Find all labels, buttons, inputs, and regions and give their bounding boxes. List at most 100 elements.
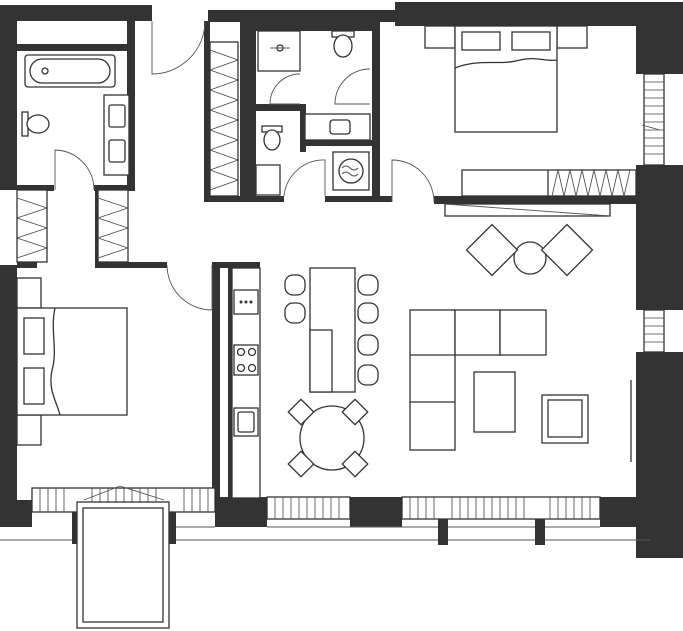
- nightstand-right: [556, 25, 588, 49]
- wall-kitchen-top: [212, 262, 260, 268]
- pillow-right: [511, 31, 551, 51]
- wc-door-swing: [269, 73, 301, 105]
- bedroom-master: [424, 25, 588, 133]
- wc-sink-bowl: [329, 119, 351, 135]
- wall-bottom-left: [0, 500, 32, 527]
- walls: [0, 2, 683, 558]
- wall-bedroom2-top-b: [95, 262, 167, 268]
- wall-wardrobe-bottom-b: [325, 196, 380, 202]
- wall-master-bottom-b: [434, 196, 638, 204]
- wall-wc-mid: [300, 104, 306, 152]
- living: [409, 223, 632, 462]
- sofa-seat-2: [499, 309, 547, 356]
- wardrobe-master: [461, 169, 637, 197]
- side-table: [513, 241, 547, 275]
- wall-right-mid-a: [636, 165, 683, 310]
- balcony: [76, 485, 170, 629]
- wc: [255, 30, 371, 197]
- wall-bath-bottom-a: [17, 185, 54, 191]
- wc-door-swing-2: [334, 68, 371, 105]
- wall-wc-divider: [256, 104, 301, 111]
- balcony-inner: [82, 507, 164, 623]
- nightstand-bottom: [16, 414, 42, 446]
- sofa-back-long: [409, 309, 456, 451]
- bathtub-inner: [29, 58, 111, 84]
- pillow-bottom: [23, 367, 45, 405]
- armchair-right: [541, 394, 589, 444]
- wall-right-mid-b: [636, 352, 683, 380]
- wardrobe-bedroom2-left: [16, 189, 48, 263]
- wall-master-bottom-a: [380, 196, 392, 202]
- wall-left-lower: [0, 265, 17, 527]
- master-door: [391, 159, 435, 203]
- dining-chairs: [287, 398, 369, 478]
- window-right-master: [643, 73, 665, 166]
- coffee-table: [473, 371, 516, 433]
- sofa-seat-1: [454, 309, 501, 356]
- bathtub: [24, 54, 116, 88]
- wardrobe-hall: [209, 41, 239, 197]
- dining: [284, 267, 379, 478]
- washing-machine-drum: [338, 158, 364, 184]
- wc-small-sink: [255, 164, 281, 196]
- wall-bedroom2-top-a: [17, 262, 37, 268]
- island-stools-right: [357, 274, 379, 386]
- wall-bottom-kitchen: [215, 497, 267, 527]
- bath-toilet: [21, 111, 50, 137]
- island-hob: [309, 329, 333, 393]
- wc-small-door: [283, 159, 326, 197]
- wall-bath-right: [127, 21, 135, 189]
- wall-top-right: [395, 2, 683, 26]
- doors: [151, 20, 661, 311]
- wardrobe-bedroom2-right: [97, 189, 129, 263]
- wall-wardrobe-left: [204, 21, 210, 202]
- wall-wardrobe-bottom-a: [206, 196, 284, 202]
- island-stools-left: [284, 274, 306, 324]
- wall-wc-right: [372, 21, 380, 146]
- wall-wc-bottom: [300, 140, 378, 146]
- wall-wc-top: [256, 21, 376, 31]
- balcony-outline: [76, 501, 170, 629]
- wall-bottom-mid: [350, 497, 402, 527]
- wall-kitchen-inner: [228, 268, 232, 498]
- wall-bottom-right: [600, 497, 683, 527]
- wall-top-mid: [208, 10, 398, 22]
- bath-sink-1: [108, 104, 126, 128]
- wardrobes: [15, 41, 637, 263]
- nightstand-left: [424, 25, 456, 49]
- entry-door: [151, 20, 206, 75]
- window-right-living: [643, 309, 665, 353]
- wall-right-bottom: [636, 380, 683, 558]
- nightstand-top: [16, 277, 42, 309]
- wall-left-upper: [0, 5, 17, 190]
- master-sliding: [641, 124, 661, 131]
- wc-toilet-small: [261, 125, 283, 151]
- bathroom: [21, 54, 130, 191]
- wall-right-top: [636, 2, 683, 74]
- bath-door-swing: [54, 149, 95, 191]
- armchair-top-left: [465, 223, 519, 277]
- dining-table: [299, 405, 365, 471]
- pillow-left: [461, 31, 501, 51]
- wall-utility-right: [372, 140, 380, 202]
- master-duvet: [454, 57, 558, 69]
- bath-sink-2: [108, 139, 126, 163]
- wc-sink: [304, 113, 371, 141]
- wall-bath-top: [17, 44, 130, 51]
- wall-wc-left: [240, 21, 256, 201]
- wall-top-left: [0, 5, 152, 21]
- bathtub-drain: [41, 67, 49, 75]
- wall-bedroom2-right: [212, 262, 220, 505]
- kitchen: [231, 267, 261, 499]
- wall-bottom-pier-3: [438, 515, 448, 545]
- wall-bottom-pier-4: [535, 515, 545, 545]
- wc-toilet-top: [331, 30, 355, 58]
- pillow-top: [23, 317, 45, 355]
- window-bottom-living: [401, 496, 601, 520]
- second-duvet: [50, 307, 61, 416]
- window-bottom-kitchen: [266, 496, 351, 520]
- wall-bath-bottom-b: [94, 185, 135, 191]
- armchair-top-right: [540, 223, 594, 277]
- bedroom2-door: [166, 264, 213, 311]
